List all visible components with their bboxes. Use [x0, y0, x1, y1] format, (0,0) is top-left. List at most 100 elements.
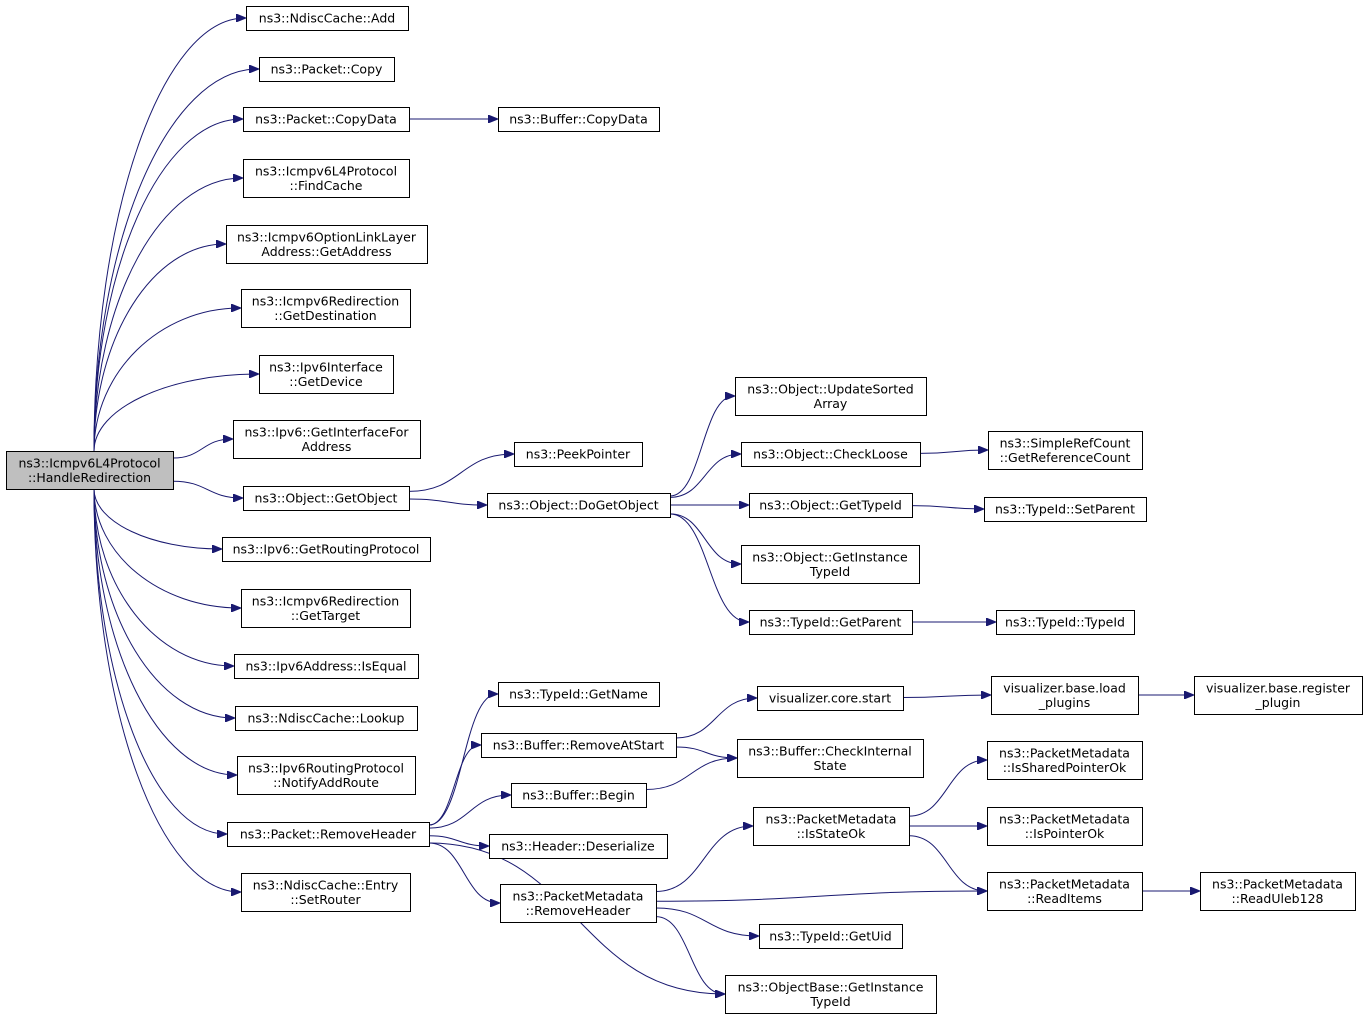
node-dogetobject[interactable]: ns3::Object::DoGetObject	[487, 493, 671, 518]
edges	[93, 18, 1199, 994]
node-isequal[interactable]: ns3::Ipv6Address::IsEqual	[234, 654, 419, 679]
node-ispointerok[interactable]: ns3::PacketMetadata::IsPointerOk	[987, 807, 1143, 846]
node-label: ns3::NdiscCache::Add	[259, 11, 395, 26]
node-findcache[interactable]: ns3::Icmpv6L4Protocol::FindCache	[243, 159, 410, 198]
node-label: ns3::PeekPointer	[526, 447, 631, 462]
edge-handle-to-getiface	[172, 439, 232, 459]
node-label: ns3::TypeId::SetParent	[995, 502, 1135, 517]
edge-bremove-to-bcheck	[675, 746, 736, 758]
edge-getobject-to-peek	[408, 454, 513, 492]
edge-dogetobject-to-objgetinst	[669, 513, 740, 564]
node-box	[725, 975, 937, 1014]
edge-getobject-to-dogetobject	[408, 498, 486, 505]
edge-pmrmheader-to-getuid	[655, 907, 758, 936]
node-label: ::HandleRedirection	[28, 470, 151, 485]
node-typeidtid[interactable]: ns3::TypeId::TypeId	[996, 610, 1135, 635]
node-getparent[interactable]: ns3::TypeId::GetParent	[749, 610, 913, 635]
node-gettarget[interactable]: ns3::Icmpv6Redirection::GetTarget	[241, 589, 411, 628]
node-label: visualizer.core.start	[769, 691, 891, 706]
node-label: State	[813, 758, 846, 773]
node-notifyroute[interactable]: ns3::Ipv6RoutingProtocol::NotifyAddRoute	[237, 756, 416, 795]
node-label: ns3::Ipv6Interface	[269, 359, 383, 374]
node-getname[interactable]: ns3::TypeId::GetName	[498, 682, 660, 707]
node-label: ::ReadUleb128	[1232, 891, 1324, 906]
node-box	[481, 733, 677, 758]
node-ndadd[interactable]: ns3::NdiscCache::Add	[246, 6, 409, 31]
node-label: ns3::Packet::RemoveHeader	[240, 827, 417, 842]
node-bcopydata[interactable]: ns3::Buffer::CopyData	[498, 107, 660, 132]
node-box	[241, 289, 411, 328]
node-objgettypeid[interactable]: ns3::Object::GetTypeId	[749, 493, 913, 518]
node-label: ns3::Icmpv6Redirection	[252, 593, 399, 608]
edge-handle-to-notifyroute	[93, 488, 236, 775]
node-readitems[interactable]: ns3::PacketMetadata::ReadItems	[987, 872, 1143, 911]
node-pcopydata[interactable]: ns3::Packet::CopyData	[243, 107, 410, 132]
node-getobject[interactable]: ns3::Object::GetObject	[243, 486, 410, 511]
node-pcopy[interactable]: ns3::Packet::Copy	[259, 57, 395, 82]
edge-handle-to-lookup	[93, 488, 234, 718]
node-box	[498, 107, 660, 132]
node-label: ns3::PacketMetadata	[999, 811, 1130, 826]
node-vizload[interactable]: visualizer.base.load_plugins	[991, 676, 1139, 715]
node-getrefcount[interactable]: ns3::SimpleRefCount::GetReferenceCount	[988, 431, 1143, 470]
node-label: ns3::Object::CheckLoose	[753, 447, 908, 462]
node-box	[241, 589, 411, 628]
node-pmrmheader[interactable]: ns3::PacketMetadata::RemoveHeader	[500, 884, 657, 923]
node-isshared[interactable]: ns3::PacketMetadata::IsSharedPointerOk	[987, 741, 1143, 780]
node-getuid[interactable]: ns3::TypeId::GetUid	[759, 924, 903, 949]
node-vizstart[interactable]: visualizer.core.start	[757, 686, 904, 711]
node-setparent[interactable]: ns3::TypeId::SetParent	[984, 497, 1147, 522]
node-getrouting[interactable]: ns3::Ipv6::GetRoutingProtocol	[222, 537, 431, 562]
node-getdest[interactable]: ns3::Icmpv6Redirection::GetDestination	[241, 289, 411, 328]
edge-dogetobject-to-getparent	[669, 513, 748, 622]
node-box	[737, 739, 924, 778]
node-bbegin[interactable]: ns3::Buffer::Begin	[511, 783, 647, 808]
node-vizreg[interactable]: visualizer.base.register_plugin	[1194, 676, 1363, 715]
edge-isstateok-to-readitems	[908, 835, 986, 891]
edge-handle-to-gettarget	[93, 488, 240, 608]
node-lookup[interactable]: ns3::NdiscCache::Lookup	[235, 706, 418, 731]
node-getdevice[interactable]: ns3::Ipv6Interface::GetDevice	[259, 355, 394, 394]
node-label: ns3::TypeId::GetUid	[769, 929, 891, 944]
node-handle[interactable]: ns3::Icmpv6L4Protocol::HandleRedirection	[6, 451, 174, 490]
node-peek[interactable]: ns3::PeekPointer	[514, 442, 643, 467]
node-readuleb[interactable]: ns3::PacketMetadata::ReadUleb128	[1200, 872, 1356, 911]
node-box	[753, 807, 910, 846]
node-getaddress[interactable]: ns3::Icmpv6OptionLinkLayerAddress::GetAd…	[226, 225, 428, 264]
node-label: ::ReadItems	[1027, 891, 1102, 906]
node-box	[234, 654, 419, 679]
node-label: ::GetTarget	[291, 608, 360, 623]
node-box	[243, 107, 410, 132]
node-box	[227, 822, 430, 847]
node-hdeser[interactable]: ns3::Header::Deserialize	[489, 834, 668, 859]
node-setrouter[interactable]: ns3::NdiscCache::Entry::SetRouter	[241, 873, 411, 912]
node-box	[487, 493, 671, 518]
node-box	[996, 610, 1135, 635]
node-box	[222, 537, 431, 562]
edge-pmrmheader-to-isstateok	[655, 826, 752, 892]
edge-checkloose-to-getrefcount	[919, 450, 987, 453]
edge-handle-to-getdest	[93, 308, 240, 452]
node-label: ns3::PacketMetadata	[766, 811, 897, 826]
edge-handle-to-ndadd	[93, 18, 245, 452]
node-label: _plugin	[1255, 695, 1301, 710]
node-label: ns3::Buffer::CopyData	[509, 112, 648, 127]
node-label: ns3::PacketMetadata	[999, 745, 1130, 760]
node-isstateok[interactable]: ns3::PacketMetadata::IsStateOk	[753, 807, 910, 846]
node-label: ::IsStateOk	[797, 826, 867, 841]
node-box	[1200, 872, 1356, 911]
node-bremove[interactable]: ns3::Buffer::RemoveAtStart	[481, 733, 677, 758]
edge-pmrmheader-to-obgetinst	[655, 916, 724, 994]
node-box	[749, 610, 913, 635]
node-box	[741, 442, 921, 467]
edge-bremove-to-vizstart	[675, 698, 756, 739]
node-checkloose[interactable]: ns3::Object::CheckLoose	[741, 442, 921, 467]
node-label: Array	[814, 396, 848, 411]
edge-handle-to-pcopy	[93, 69, 258, 452]
node-prmheader[interactable]: ns3::Packet::RemoveHeader	[227, 822, 430, 847]
